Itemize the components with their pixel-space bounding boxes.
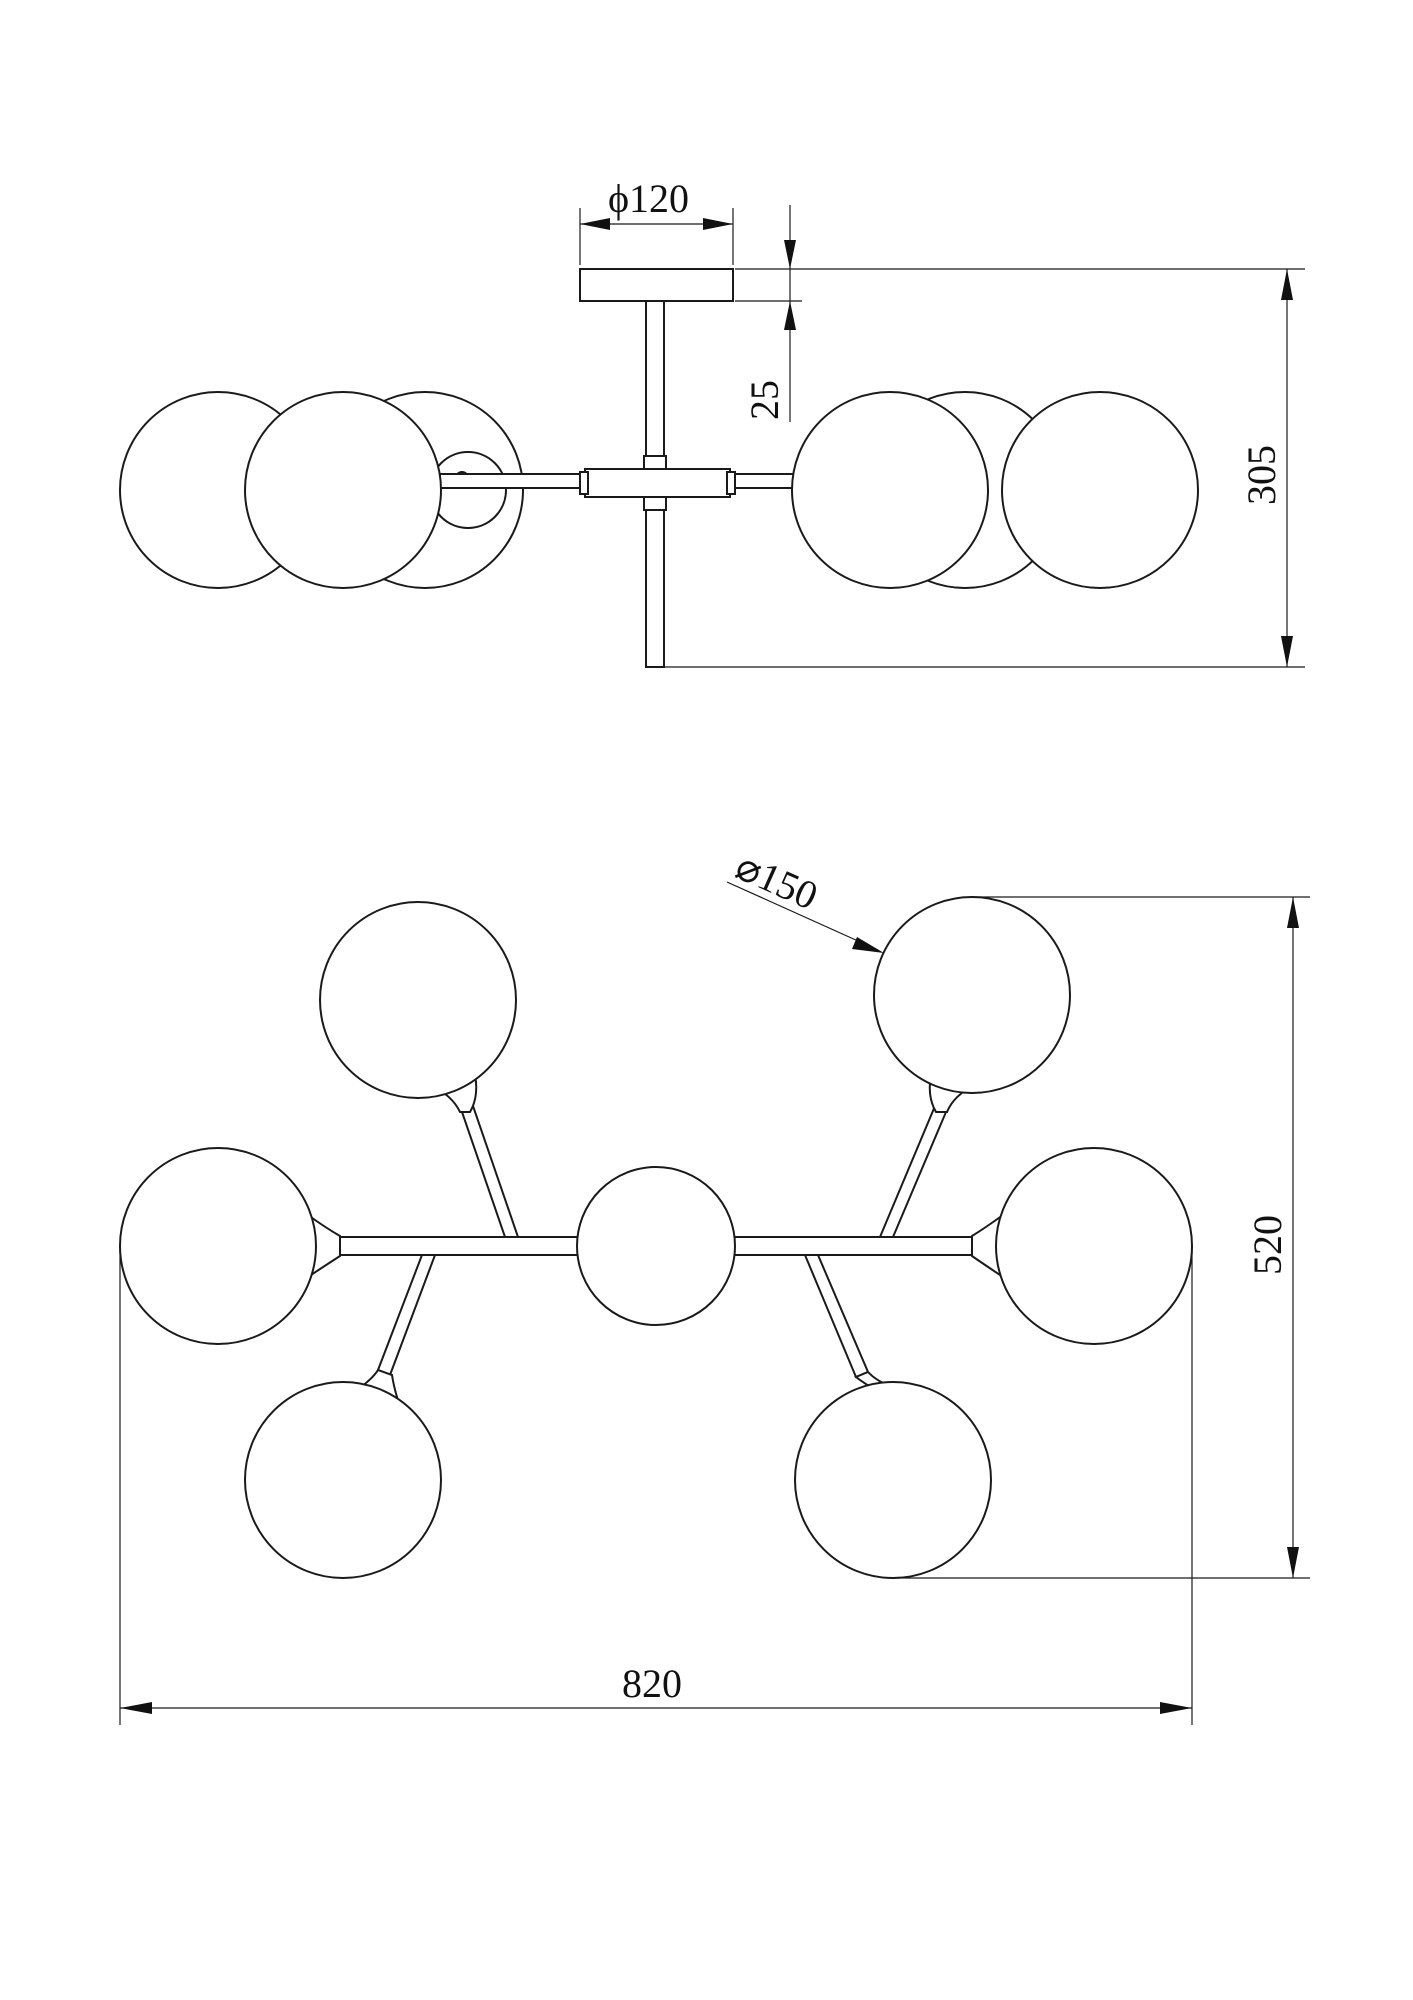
side-globe-far-right (1001, 391, 1199, 589)
globe-right (995, 1147, 1193, 1345)
dim-canopy-diameter: ϕ120 (608, 176, 689, 221)
dim-globe-diameter: ⌀150 (729, 843, 824, 918)
dim-depth: 520 (1245, 1215, 1290, 1275)
side-hub-cap-left (579, 471, 589, 495)
arm-upper-left (460, 1104, 520, 1238)
side-hub-cap-right (726, 471, 736, 495)
arm-lower-right (803, 1254, 870, 1379)
globe-lower-right (794, 1381, 992, 1579)
side-stem-lower-joint (643, 496, 667, 511)
side-hub (584, 468, 731, 498)
side-globe-inner-left (244, 391, 442, 589)
dim-canopy-height: 25 (742, 380, 787, 420)
side-stem-lower (645, 496, 665, 668)
arm-lower-left (376, 1254, 437, 1377)
globe-upper-left (319, 901, 517, 1099)
globe-lower-left (244, 1381, 442, 1579)
arm-upper-right (878, 1104, 948, 1238)
globe-upper-right (873, 896, 1071, 1094)
side-stem-joint (643, 455, 667, 470)
side-stem-upper (645, 300, 665, 470)
dim-width: 820 (622, 1661, 682, 1706)
side-canopy (579, 268, 734, 302)
side-globe-inner-right (791, 391, 989, 589)
top-view: ⌀150 520 820 (119, 843, 1310, 1725)
side-arm-left (439, 473, 586, 489)
globe-center (576, 1166, 736, 1326)
side-view: ϕ120 25 305 (119, 176, 1305, 668)
globe-left (119, 1147, 317, 1345)
dim-total-height: 305 (1239, 445, 1284, 505)
